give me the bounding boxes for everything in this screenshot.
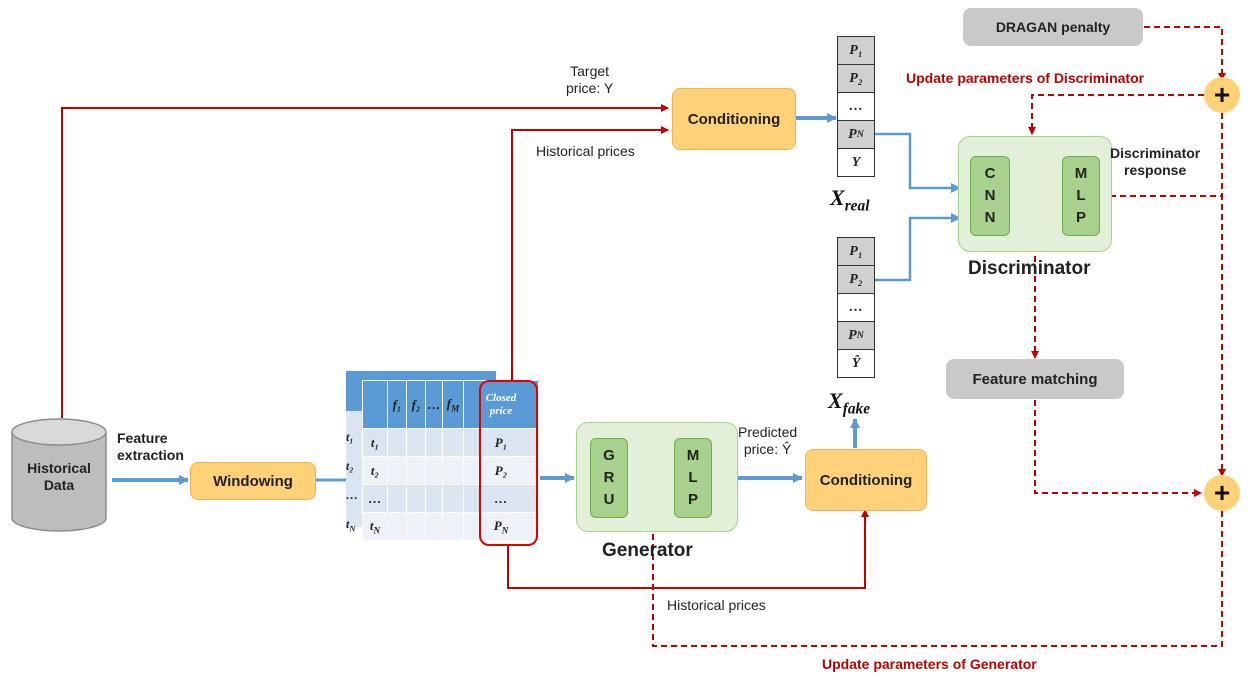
table-back-row-labels: t₁ t₂ … tN bbox=[346, 423, 358, 543]
discriminator-response-label: Discriminator response bbox=[1110, 145, 1201, 178]
table-cell bbox=[406, 428, 426, 457]
table-cell bbox=[442, 428, 464, 457]
table-cell bbox=[442, 512, 464, 541]
table-cell bbox=[387, 428, 407, 457]
table-cell bbox=[425, 428, 443, 457]
gru-block: G R U bbox=[590, 438, 628, 518]
feature-matching-box: Feature matching bbox=[946, 359, 1124, 399]
back-row-label: t₁ bbox=[346, 430, 354, 444]
discriminator-mlp-block: M L P bbox=[1062, 156, 1100, 236]
x-fake-cell: P₁ bbox=[838, 238, 874, 266]
x-real-cell: P₂ bbox=[838, 65, 874, 93]
back-row-label: t₂ bbox=[346, 459, 354, 473]
cnn-block: C N N bbox=[970, 156, 1010, 236]
table-price-cell: PN bbox=[463, 512, 539, 541]
generator-mlp-block: M L P bbox=[674, 438, 712, 518]
feature-extraction-label: Feature extraction bbox=[117, 430, 184, 463]
table-cell bbox=[442, 484, 464, 513]
table-header-cell: f₂ bbox=[406, 380, 426, 429]
back-row-label: … bbox=[346, 488, 358, 502]
table-cell bbox=[425, 484, 443, 513]
table-row-label: … bbox=[362, 484, 388, 513]
flow-xreal-to-cnn bbox=[874, 132, 961, 193]
table-header-cell: f₁ bbox=[387, 380, 407, 429]
table-cell bbox=[442, 456, 464, 485]
x-fake-cell: P₂ bbox=[838, 266, 874, 294]
discriminator-title: Discriminator bbox=[968, 258, 1091, 279]
dragan-to-plus-line bbox=[1144, 26, 1226, 81]
x-fake-cell: Ŷ bbox=[851, 355, 861, 371]
feature-matching-to-plus-line bbox=[1034, 400, 1202, 497]
dragan-penalty-box: DRAGAN penalty bbox=[963, 8, 1143, 46]
table-cell bbox=[406, 456, 426, 485]
discriminator-response-line bbox=[1110, 195, 1226, 477]
x-fake-label: Xfake bbox=[828, 388, 871, 418]
plus-to-generator-line bbox=[649, 511, 1223, 647]
plus-circle-bottom: + bbox=[1204, 475, 1240, 511]
back-row-label: tN bbox=[346, 517, 356, 534]
x-fake-cell: … bbox=[838, 294, 874, 322]
table-header-cell: … bbox=[425, 380, 443, 429]
closed-price-highlight bbox=[479, 380, 538, 546]
table-cell bbox=[406, 484, 426, 513]
update-generator-label: Update parameters of Generator bbox=[822, 656, 1037, 672]
generator-title: Generator bbox=[602, 540, 693, 561]
table-row-label: t₁ bbox=[362, 428, 388, 457]
table-price-cell: P₁ bbox=[463, 428, 539, 457]
plus-to-discriminator-line bbox=[1028, 94, 1204, 135]
table-price-cell: P₂ bbox=[463, 456, 539, 485]
x-real-cell: … bbox=[838, 93, 874, 121]
x-real-cell: Y bbox=[851, 154, 861, 170]
x-real-label: Xreal bbox=[830, 185, 870, 215]
table-row-label: tN bbox=[362, 512, 388, 541]
windowing-box: Windowing bbox=[190, 462, 316, 500]
conditioning-top-box: Conditioning bbox=[672, 88, 796, 150]
historical-data-label: Historical Data bbox=[27, 460, 91, 493]
table-cell bbox=[425, 512, 443, 541]
table-header-corner bbox=[362, 380, 388, 429]
table-row-label: t₂ bbox=[362, 456, 388, 485]
table-cell bbox=[387, 456, 407, 485]
x-real-cell: P₁ bbox=[838, 37, 874, 65]
historical-prices-top-label: Historical prices bbox=[536, 143, 635, 159]
target-price-line bbox=[61, 104, 669, 418]
plus-circle-top: + bbox=[1204, 77, 1240, 113]
table-cell bbox=[406, 512, 426, 541]
historical-data-cylinder bbox=[11, 418, 107, 532]
table-cell bbox=[387, 484, 407, 513]
feature-table: f₁ f₂ … fM Closed price t₁ P₁ t₂ P₂ … bbox=[362, 380, 539, 541]
flow-xfake-to-cnn bbox=[874, 213, 961, 282]
conditioning-bottom-box: Conditioning bbox=[805, 449, 927, 511]
table-header-cell: fM bbox=[442, 380, 464, 429]
update-discriminator-label: Update parameters of Discriminator bbox=[906, 70, 1145, 86]
table-cell bbox=[387, 512, 407, 541]
target-price-label: Target price: Y bbox=[566, 63, 614, 96]
predicted-price-label: Predicted price: Ŷ bbox=[738, 424, 798, 457]
historical-prices-line-bottom bbox=[507, 509, 869, 589]
table-cell bbox=[425, 456, 443, 485]
historical-prices-bottom-label: Historical prices bbox=[667, 597, 766, 613]
historical-prices-line-top bbox=[511, 126, 669, 382]
